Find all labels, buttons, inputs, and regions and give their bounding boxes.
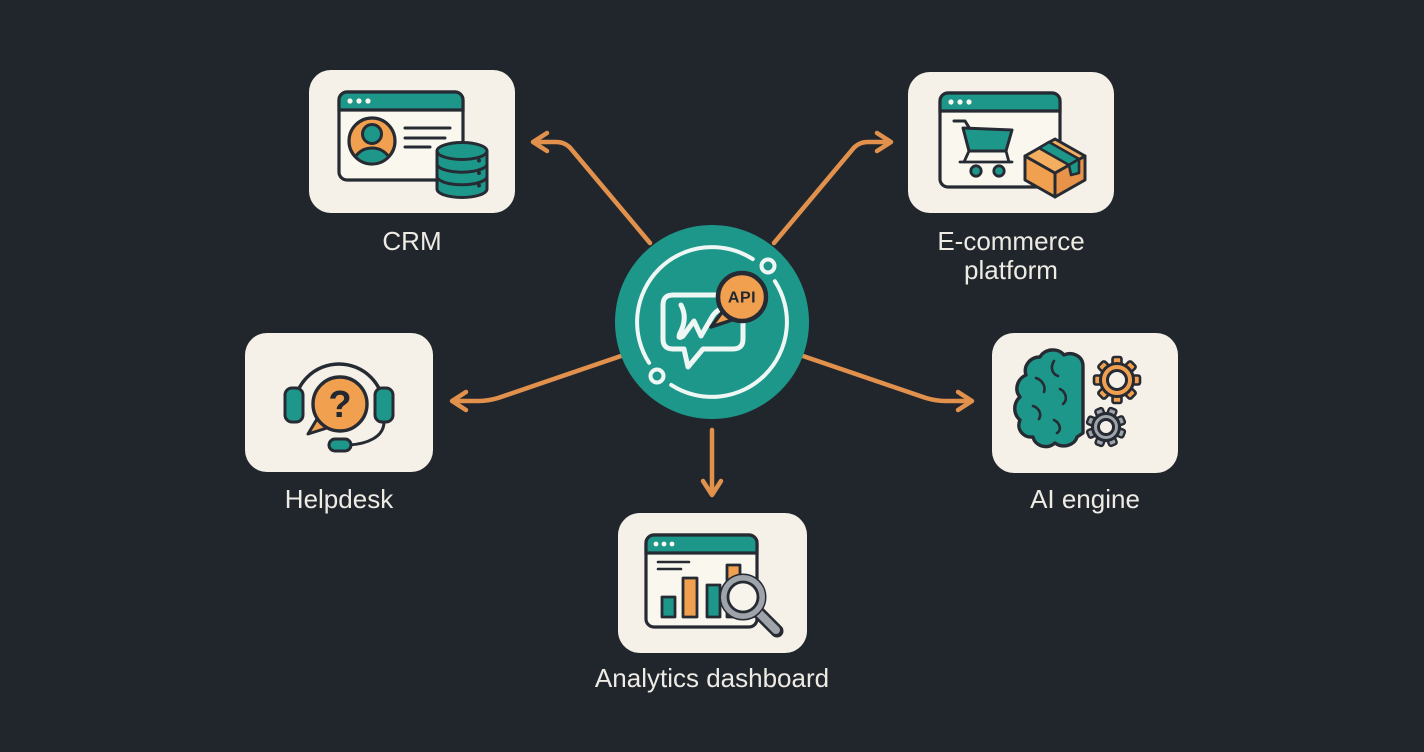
node-card-ai	[992, 333, 1178, 473]
browser-contact-database-icon	[337, 90, 489, 199]
magnifier	[719, 573, 784, 638]
cart-and-package-icon	[938, 91, 1087, 199]
support-headset-question-icon: ?	[283, 362, 395, 453]
api-badge-label: API	[728, 290, 756, 307]
node-label-analytics: Analytics dashboard	[594, 663, 830, 693]
node-card-crm	[309, 70, 515, 213]
arrow-hub-to-ecommerce	[771, 130, 894, 246]
node-label-ai: AI engine	[1030, 484, 1140, 514]
database-cylinder	[435, 141, 489, 199]
hub-ring-dot	[759, 257, 777, 275]
question-mark-glyph: ?	[328, 384, 351, 426]
gear-orange	[1092, 355, 1142, 405]
node-label-ecommerce: E-commerce platform	[937, 226, 1085, 286]
node-card-analytics	[618, 513, 807, 653]
api-hub-node: API	[615, 225, 809, 419]
package-box	[1023, 137, 1087, 199]
gear-gray	[1085, 406, 1127, 448]
arrow-hub-to-ai	[800, 353, 975, 413]
hub-circle	[615, 225, 809, 419]
brain-and-gears-icon	[1013, 348, 1142, 449]
api-badge: API	[709, 270, 769, 329]
shopping-cart	[952, 119, 1014, 178]
hub-ring-arc	[669, 279, 789, 399]
arrow-hub-to-crm	[530, 130, 653, 246]
node-label-helpdesk: Helpdesk	[284, 484, 394, 514]
node-label-crm: CRM	[382, 226, 442, 256]
brain-half	[1013, 348, 1085, 449]
bar-chart-magnifier-icon	[644, 533, 784, 638]
node-card-helpdesk: ?	[245, 333, 433, 472]
hub-ring-arc	[635, 245, 755, 365]
arrow-hub-to-helpdesk	[449, 353, 624, 413]
node-card-ecommerce	[908, 72, 1114, 213]
hub-ring-dot	[648, 367, 666, 385]
